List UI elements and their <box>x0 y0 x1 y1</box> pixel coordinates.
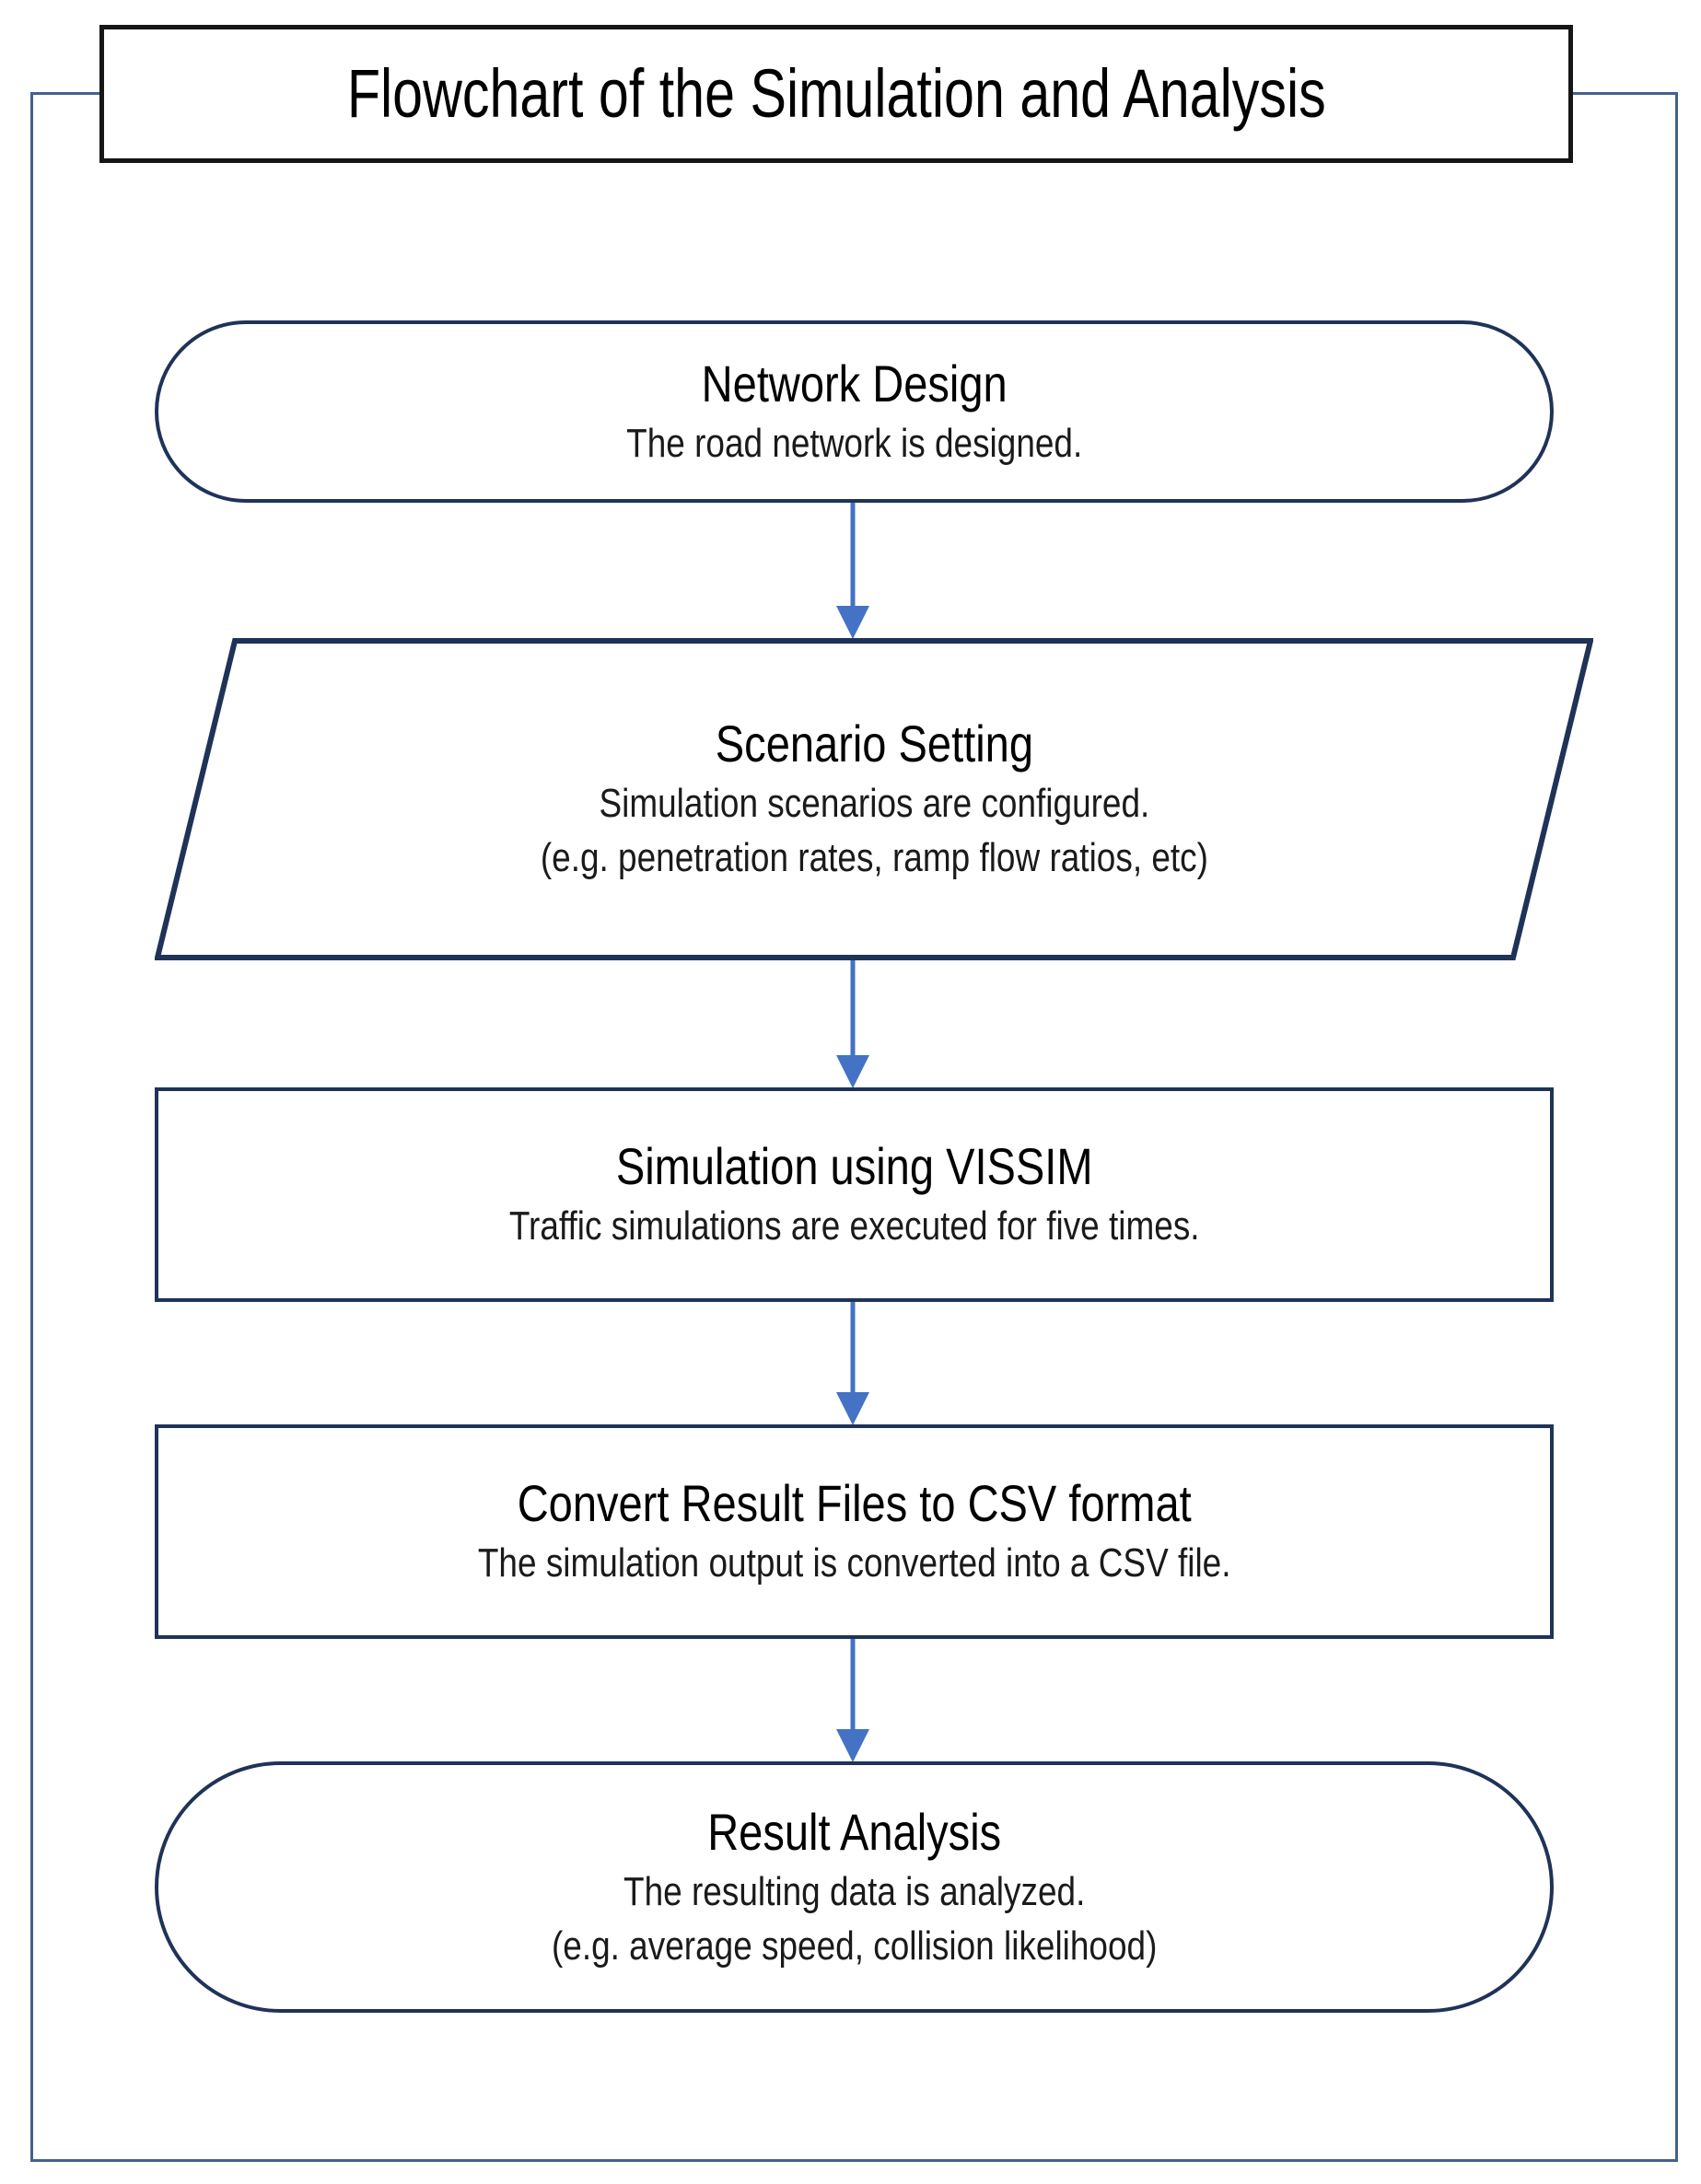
node-subtitle-result-analysis-line-1: The resulting data is analyzed. <box>623 1868 1086 1914</box>
node-content: Convert Result Files to CSV format The s… <box>36 1474 1672 1588</box>
flow-node-result-analysis[interactable]: Result Analysis The resulting data is an… <box>155 1761 1554 2013</box>
node-subtitle-simulation-vissim-line-1: Traffic simulations are executed for fiv… <box>508 1203 1200 1249</box>
node-content: Result Analysis The resulting data is an… <box>36 1803 1672 1972</box>
node-title-network-design: Network Design <box>701 354 1008 412</box>
flow-node-scenario-setting[interactable]: Scenario Setting Simulation scenarios ar… <box>155 638 1593 960</box>
node-title-result-analysis: Result Analysis <box>707 1802 1001 1861</box>
node-subtitle-scenario-setting-line-1: Simulation scenarios are configured. <box>599 781 1149 827</box>
node-content: Scenario Setting Simulation scenarios ar… <box>29 714 1701 884</box>
node-title-scenario-setting: Scenario Setting <box>715 714 1033 773</box>
flow-node-simulation-using-vissim[interactable]: Simulation using VISSIM Traffic simulati… <box>155 1087 1554 1302</box>
node-subtitle-network-design-line-1: The road network is designed. <box>625 420 1083 466</box>
figure-title-box: Flowchart of the Simulation and Analysis <box>99 25 1573 163</box>
node-title-simulation-vissim: Simulation using VISSIM <box>615 1137 1093 1196</box>
node-subtitle-scenario-setting-line-2: (e.g. penetration rates, ramp flow ratio… <box>540 835 1208 881</box>
node-title-convert-csv: Convert Result Files to CSV format <box>517 1474 1192 1533</box>
node-content: Network Design The road network is desig… <box>36 354 1672 469</box>
page-title: Flowchart of the Simulation and Analysis <box>346 55 1326 132</box>
node-subtitle-convert-csv-line-1: The simulation output is converted into … <box>477 1540 1231 1586</box>
flow-node-convert-result-files-to-csv[interactable]: Convert Result Files to CSV format The s… <box>155 1424 1554 1639</box>
flow-node-network-design[interactable]: Network Design The road network is desig… <box>155 320 1554 503</box>
node-content: Simulation using VISSIM Traffic simulati… <box>36 1137 1672 1251</box>
node-subtitle-result-analysis-line-2: (e.g. average speed, collision likelihoo… <box>551 1923 1158 1969</box>
